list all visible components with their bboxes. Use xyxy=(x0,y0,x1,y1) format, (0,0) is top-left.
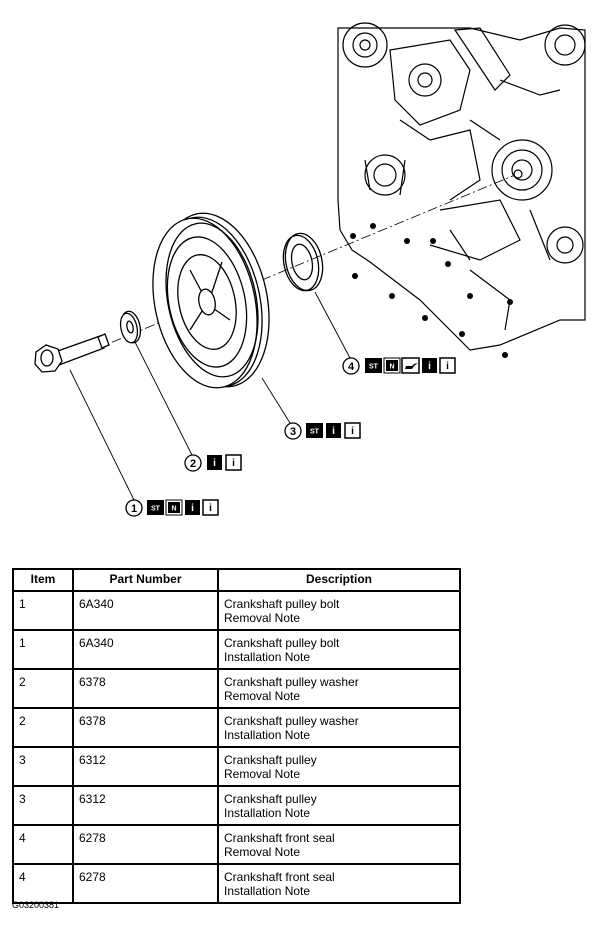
item-cell: 3 xyxy=(12,746,74,787)
figure-id: G03200381 xyxy=(12,900,60,910)
info-icon: i xyxy=(326,423,341,438)
info-icon: i xyxy=(225,454,242,471)
leader-lines xyxy=(69,291,351,501)
info-icon: i xyxy=(344,422,361,439)
svg-text:N: N xyxy=(171,506,176,513)
table-header-row: Item Part Number Description xyxy=(12,568,461,592)
column-header-part-number: Part Number xyxy=(72,568,219,592)
description-note: Installation Note xyxy=(224,806,311,820)
callout-number: 1 xyxy=(131,503,137,515)
description-note: Installation Note xyxy=(224,650,311,664)
description-name: Crankshaft pulley bolt xyxy=(224,597,340,611)
special-tool-symbol: ST xyxy=(147,500,164,515)
item-cell: 1 xyxy=(12,590,74,631)
callout-number: 4 xyxy=(348,361,355,373)
svg-text:i: i xyxy=(428,361,431,372)
svg-text:i: i xyxy=(191,503,194,514)
crankshaft-pulley xyxy=(152,212,270,389)
description-name: Crankshaft pulley washer xyxy=(224,714,359,728)
item-cell: 4 xyxy=(12,863,74,904)
callout-4: 4 ST N i i xyxy=(342,357,456,375)
info-icon: i xyxy=(439,357,456,374)
special-tool-symbol: ST xyxy=(306,423,323,438)
svg-text:ST: ST xyxy=(310,429,320,436)
part-number-cell: 6378 xyxy=(72,668,219,709)
new-part-symbol: N xyxy=(165,499,183,516)
item-cell: 2 xyxy=(12,707,74,748)
description-name: Crankshaft pulley bolt xyxy=(224,636,340,650)
column-header-item: Item xyxy=(12,568,74,592)
exploded-view-diagram: 1 ST N i i 2 i i 3 ST i i 4 ST N i i xyxy=(34,22,586,517)
crankshaft-pulley-bolt xyxy=(34,333,110,373)
new-part-symbol: N xyxy=(383,357,401,374)
svg-text:i: i xyxy=(332,426,335,437)
description-name: Crankshaft pulley washer xyxy=(224,675,359,689)
cover-bolts xyxy=(350,223,513,358)
part-number-cell: 6312 xyxy=(72,785,219,826)
info-icon: i xyxy=(422,358,437,373)
item-cell: 3 xyxy=(12,785,74,826)
engine-front-cover xyxy=(337,22,586,351)
part-number-cell: 6278 xyxy=(72,824,219,865)
item-cell: 4 xyxy=(12,824,74,865)
info-icon: i xyxy=(202,499,219,516)
callout-1: 1 ST N i i xyxy=(125,499,219,517)
crankshaft-pulley-washer xyxy=(119,310,142,344)
callout-number: 2 xyxy=(190,458,196,470)
info-icon: i xyxy=(207,455,222,470)
svg-text:i: i xyxy=(351,426,354,437)
description-note: Installation Note xyxy=(224,884,311,898)
info-icon: i xyxy=(185,500,200,515)
svg-text:i: i xyxy=(446,361,449,372)
part-number-cell: 6312 xyxy=(72,746,219,787)
column-header-description: Description xyxy=(217,568,461,592)
description-note: Installation Note xyxy=(224,728,311,742)
crankshaft-front-seal xyxy=(282,232,324,292)
description-name: Crankshaft front seal xyxy=(224,831,335,845)
description-note: Removal Note xyxy=(224,689,301,703)
part-number-cell: 6A340 xyxy=(72,590,219,631)
description-note: Removal Note xyxy=(224,611,301,625)
description-name: Crankshaft pulley xyxy=(224,753,317,767)
svg-text:i: i xyxy=(213,458,216,469)
callout-2: 2 i i xyxy=(184,454,242,472)
svg-text:i: i xyxy=(232,458,235,469)
oil-can-icon xyxy=(401,357,420,374)
item-cell: 2 xyxy=(12,668,74,709)
callout-3: 3 ST i i xyxy=(284,422,361,440)
svg-text:ST: ST xyxy=(151,506,161,513)
description-name: Crankshaft pulley xyxy=(224,792,317,806)
svg-text:ST: ST xyxy=(369,364,379,371)
description-note: Removal Note xyxy=(224,845,301,859)
item-cell: 1 xyxy=(12,629,74,670)
svg-text:i: i xyxy=(209,503,212,514)
part-number-cell: 6378 xyxy=(72,707,219,748)
part-number-cell: 6278 xyxy=(72,863,219,904)
description-note: Removal Note xyxy=(224,767,301,781)
description-name: Crankshaft front seal xyxy=(224,870,335,884)
svg-text:N: N xyxy=(389,364,394,371)
callout-number: 3 xyxy=(290,426,296,438)
special-tool-symbol: ST xyxy=(365,358,382,373)
part-number-cell: 6A340 xyxy=(72,629,219,670)
